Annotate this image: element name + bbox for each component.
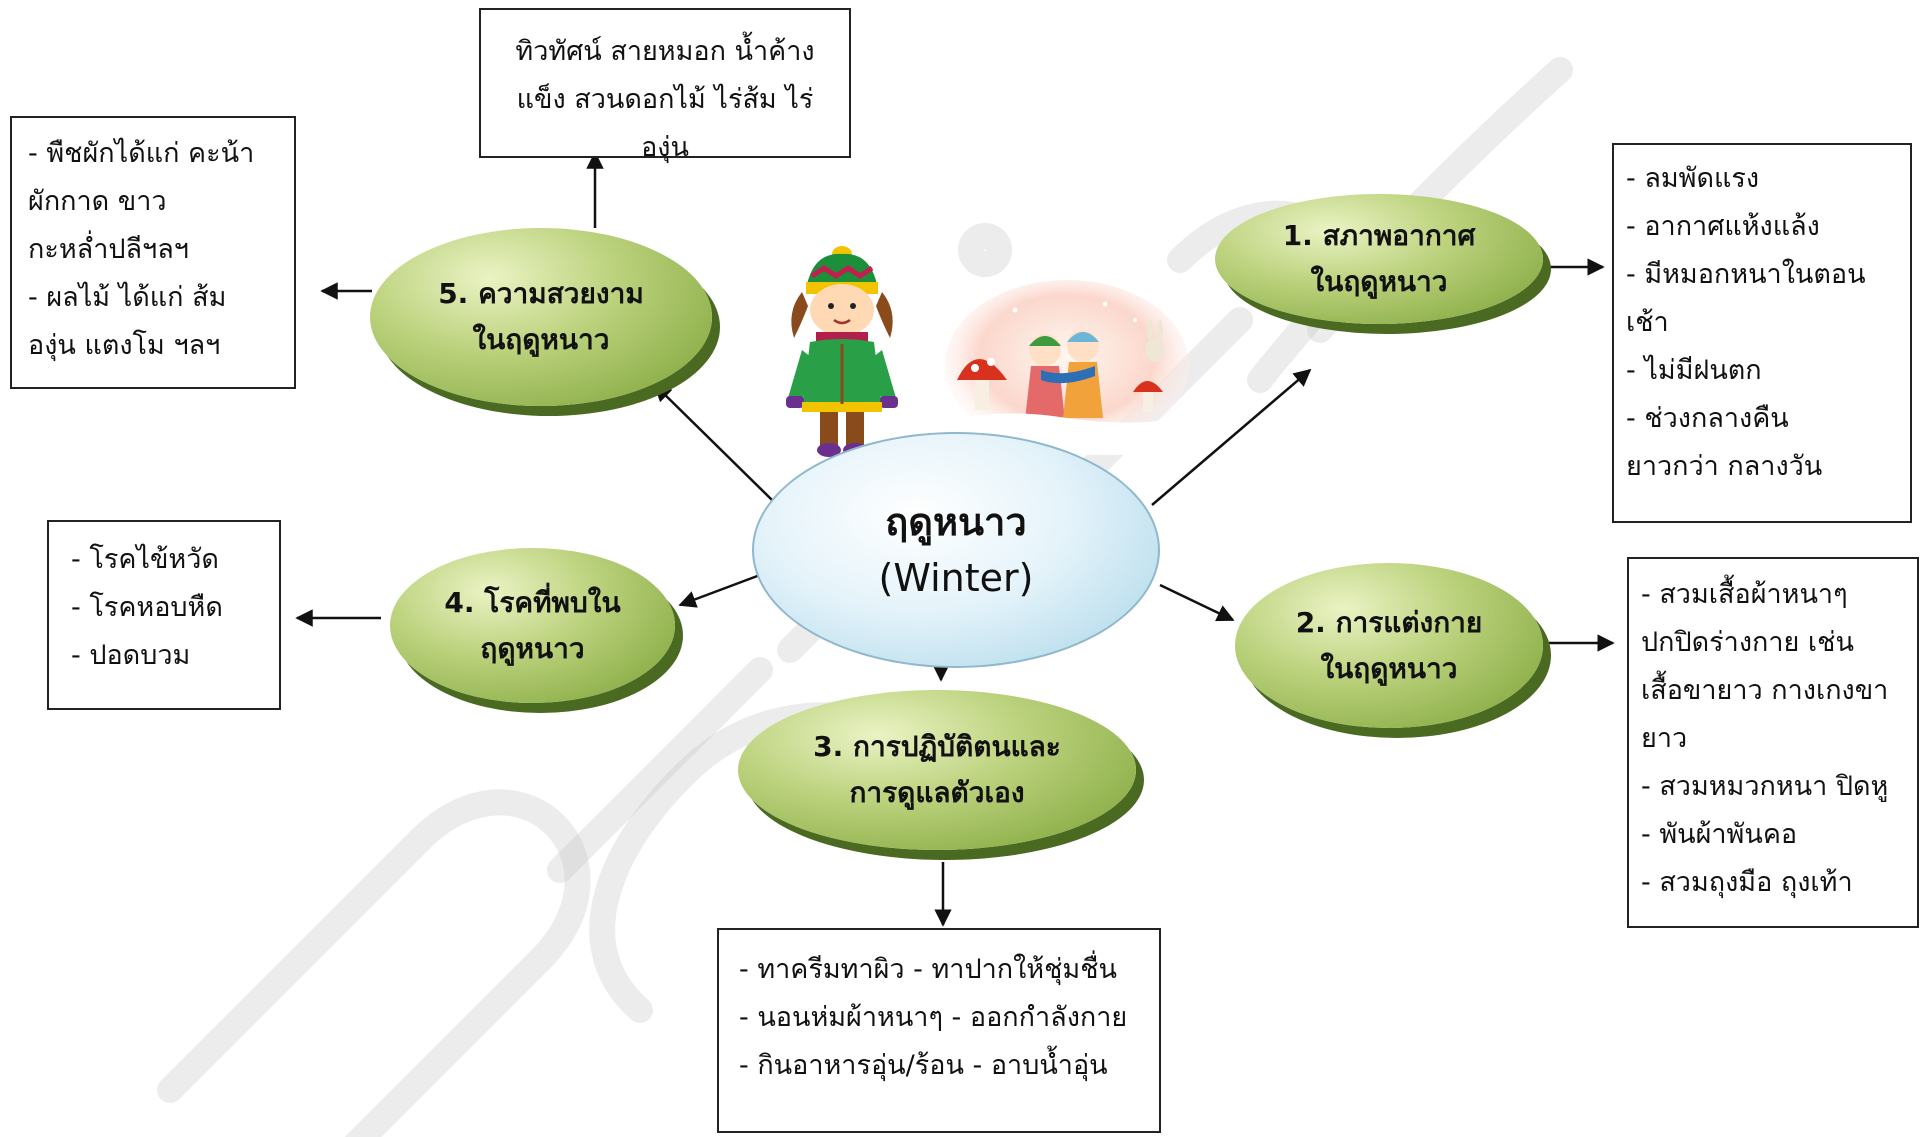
- connector-center-weather: [1151, 368, 1312, 506]
- topic-node-weather: 1. สภาพอากาศ ในฤดูหนาว: [1215, 194, 1543, 324]
- topic-node-self-care: 3. การปฏิบัติตนและ การดูแลตัวเอง: [738, 690, 1136, 850]
- center-title: ฤดูหนาว: [885, 500, 1027, 544]
- weather-box: - ลมพัดแรง - อากาศแห้งแล้ง - มีหมอกหนาใน…: [1612, 143, 1912, 523]
- self-care-box: - ทาครีมทาผิว - ทาปากให้ชุ่มชื่น - นอนห่…: [717, 928, 1161, 1133]
- beauty-produce-box: - พืชผักได้แก่ คะน้า ผักกาด ขาว กะหล่ำปล…: [10, 116, 296, 389]
- topic-node-dressing: 2. การแต่งกาย ในฤดูหนาว: [1235, 563, 1543, 728]
- center-subtitle: (Winter): [878, 556, 1034, 600]
- girl-in-winter-coat-illustration: [786, 246, 898, 457]
- topic-node-beauty: 5. ความสวยงาม ในฤดูหนาว: [370, 228, 712, 406]
- connector-center-diseases: [678, 573, 761, 608]
- diseases-box: - โรคไข้หวัด - โรคหอบหืด - ปอดบวม: [47, 520, 281, 710]
- dressing-box: - สวมเสื้อผ้าหนาๆ ปกปิดร่างกาย เช่น เสื้…: [1627, 557, 1919, 928]
- beauty-scenery-box: ทิวทัศน์ สายหมอก น้ำค้าง แข็ง สวนดอกไม้ …: [479, 8, 851, 163]
- connector-center-dressing: [1159, 583, 1235, 622]
- topic-node-diseases: 4. โรคที่พบใน ฤดูหนาว: [390, 548, 675, 703]
- center-topic-winter: ฤดูหนาว (Winter): [752, 432, 1160, 668]
- children-in-snow-illustration: [945, 280, 1190, 455]
- connector-center-beauty: [653, 383, 773, 501]
